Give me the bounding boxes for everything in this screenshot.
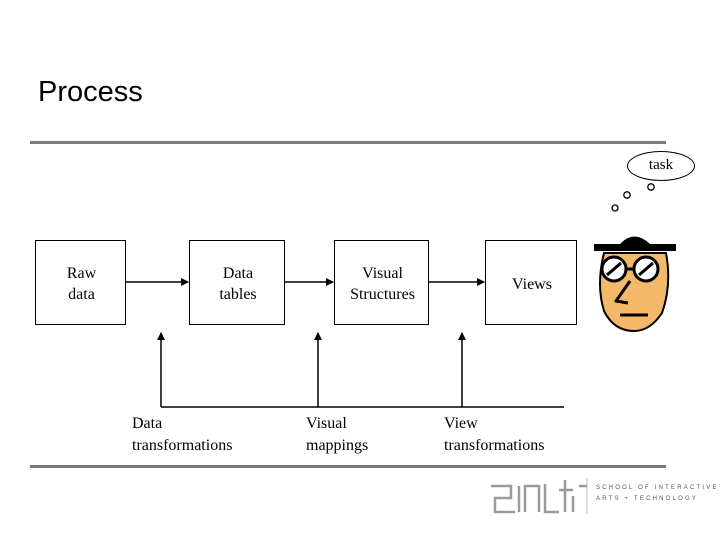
thought-bubble-task: task [627, 151, 695, 181]
title-divider [30, 141, 666, 144]
node-raw-data: Raw data [35, 240, 126, 325]
node-views: Views [485, 240, 577, 325]
node-views-label: Views [512, 276, 552, 293]
footer-divider [30, 465, 666, 468]
caption-data-transformations: Data transformations [132, 415, 233, 454]
slide-title: Process [38, 76, 143, 108]
caption-visual-mappings: Visual mappings [306, 415, 369, 454]
thought-dot-medium [623, 191, 631, 199]
node-data-tables-label: Data tables [219, 265, 257, 303]
node-visual-structures-label: Visual Structures [350, 265, 415, 303]
node-visual-structures: Visual Structures [334, 240, 429, 325]
thought-dot-large [647, 183, 655, 191]
siat-logo-icon [491, 478, 588, 514]
node-raw-data-label: Raw data [66, 265, 97, 303]
thought-dot-small [611, 204, 619, 212]
logo-line-2: ARTS + TECHNOLOGY [596, 496, 699, 502]
node-data-tables: Data tables [189, 240, 285, 325]
logo-line-1: SCHOOL OF INTERACTIVE [596, 485, 719, 491]
user-face-icon [594, 236, 676, 333]
caption-view-transformations: View transformations [444, 415, 545, 454]
